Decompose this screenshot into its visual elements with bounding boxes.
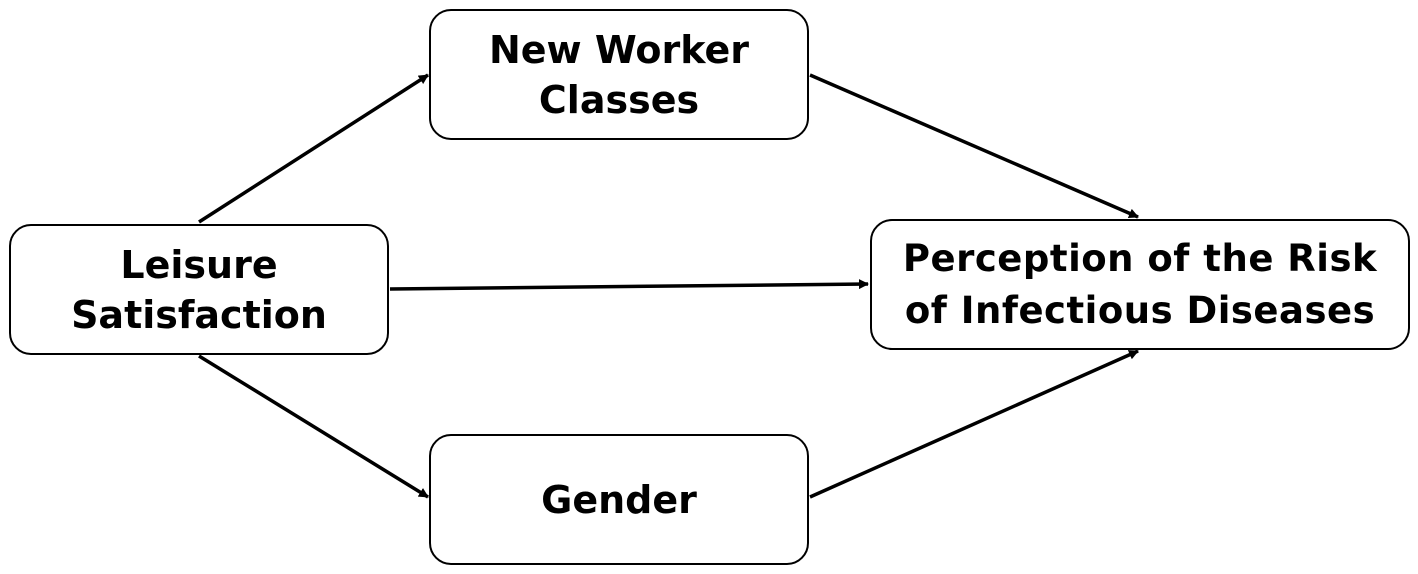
node-leisure-satisfaction: Leisure Satisfaction <box>9 224 389 355</box>
node-gender-label: Gender <box>541 477 697 522</box>
node-leisure-satisfaction-label: Leisure Satisfaction <box>71 242 327 337</box>
node-perception-of-risk-label: Perception of the Risk of Infectious Dis… <box>902 236 1378 332</box>
node-new-worker-classes-label: New Worker Classes <box>488 27 750 122</box>
edge-leisure-to-gender <box>198 354 429 499</box>
node-gender: Gender <box>429 434 809 565</box>
node-perception-of-risk: Perception of the Risk of Infectious Dis… <box>870 219 1410 350</box>
edge-gender-to-risk <box>809 349 1139 499</box>
edge-worker-to-risk <box>809 73 1139 219</box>
edge-leisure-to-risk <box>389 279 869 291</box>
edge-leisure-to-worker <box>198 73 429 224</box>
node-new-worker-classes: New Worker Classes <box>429 9 809 140</box>
